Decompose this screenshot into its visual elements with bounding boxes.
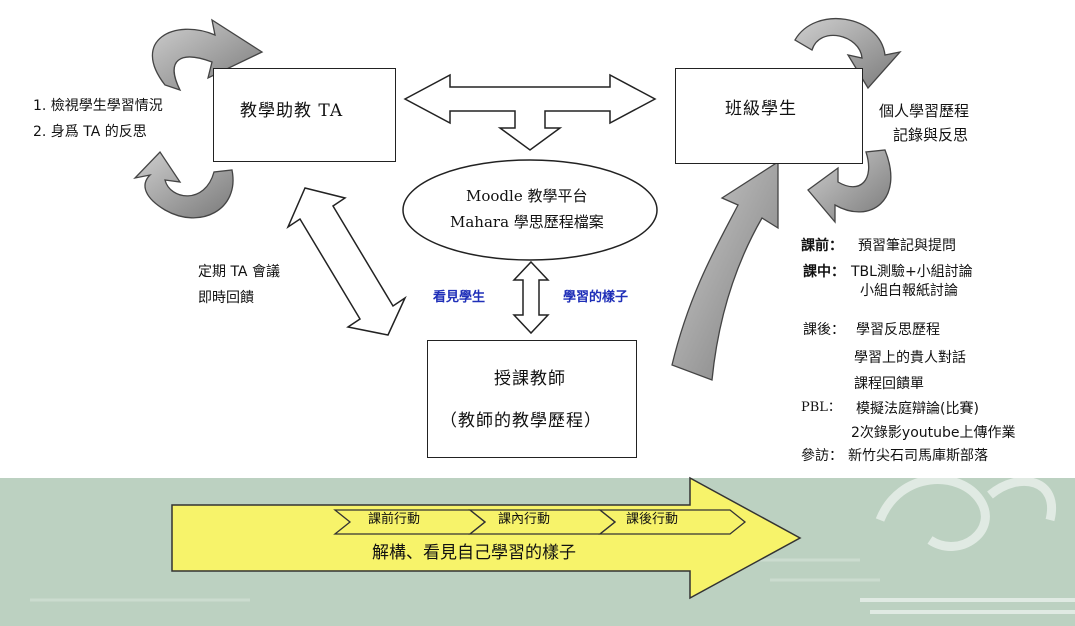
- cycle-arrow-left-bottom: [133, 150, 234, 219]
- pbl-text-1: 模擬法庭辯論(比賽): [856, 401, 979, 417]
- visit-label: 參訪：: [801, 448, 843, 464]
- platform-ellipse: [402, 159, 658, 261]
- decorative-carving: [860, 475, 1075, 614]
- learning-look-label: 學習的樣子: [563, 290, 629, 305]
- visit-text: 新竹尖石司馬庫斯部落: [848, 448, 988, 464]
- step-post-class: 課後行動: [626, 512, 679, 527]
- meeting-label-2: 即時回饋: [198, 290, 254, 306]
- cycle-arrow-right-top: [794, 18, 902, 90]
- pre-class-label: 課前：: [801, 238, 843, 254]
- decorative-texture: [30, 558, 880, 602]
- see-students-label: 看見學生: [433, 290, 486, 305]
- meeting-label-1: 定期 TA 會議: [198, 264, 280, 280]
- post-class-text-1: 學習反思歷程: [856, 322, 940, 338]
- pre-class-text: 預習筆記與提問: [858, 238, 956, 254]
- step-pre-class: 課前行動: [368, 512, 421, 527]
- in-class-text-2: 小組白報紙討論: [860, 283, 958, 299]
- platform-label-mahara: Mahara 學思歷程檔案: [450, 213, 604, 231]
- post-class-label: 課後：: [803, 322, 845, 338]
- cycle-arrow-right-bottom: [807, 149, 892, 224]
- step-chevrons: [333, 509, 747, 535]
- pbl-label: PBL：: [801, 400, 841, 415]
- in-class-text-1: TBL測驗+小組討論: [851, 264, 973, 280]
- student-note-2: 記錄與反思: [893, 126, 969, 144]
- post-class-text-3: 課程回饋單: [854, 376, 924, 392]
- student-note-1: 個人學習歷程: [879, 102, 970, 120]
- ta-node-label: 教學助教 TA: [240, 101, 344, 121]
- pbl-text-2: 2次錄影youtube上傳作業: [851, 425, 1016, 441]
- cycle-arrow-left-top: [151, 18, 264, 92]
- students-node: [675, 68, 863, 164]
- post-class-text-2: 學習上的貴人對話: [854, 350, 966, 366]
- banner-caption: 解構、看見自己學習的樣子: [372, 543, 576, 563]
- in-class-label: 課中：: [803, 264, 845, 280]
- progress-arrow-shape: [171, 476, 802, 600]
- ta-teacher-arrow: [286, 187, 407, 336]
- teacher-to-students-arrow: [671, 160, 779, 381]
- ta-node: [213, 68, 396, 162]
- students-node-label: 班級學生: [725, 99, 797, 119]
- ta-students-platform-arrow: [403, 73, 657, 151]
- platform-teacher-arrow: [512, 260, 550, 335]
- ta-note-1: 1. 檢視學生學習情況: [33, 98, 163, 114]
- teacher-node-title: 授課教師: [494, 369, 566, 389]
- step-in-class: 課內行動: [498, 512, 551, 527]
- teacher-node-subtitle: （教師的教學歷程）: [440, 411, 602, 431]
- platform-label-moodle: Moodle 教學平台: [466, 187, 588, 205]
- teacher-node: [427, 340, 637, 458]
- ta-note-2: 2. 身爲 TA 的反思: [33, 124, 147, 140]
